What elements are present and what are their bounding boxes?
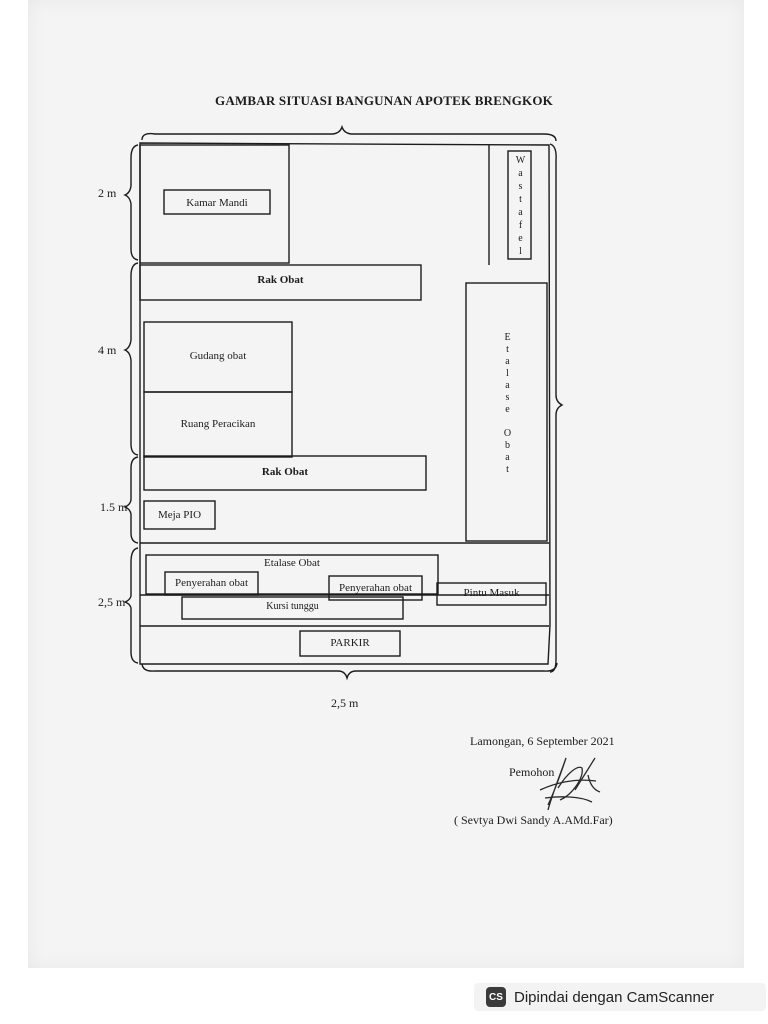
etalase-obat-label: Etalase Obat bbox=[264, 557, 320, 569]
etalase-vertical-label: Etalase Obat bbox=[502, 332, 513, 476]
right-brace bbox=[549, 143, 564, 673]
signature-role: Pemohon bbox=[509, 765, 555, 779]
plan-title: GAMBAR SITUASI BANGUNAN APOTEK BRENGKOK bbox=[215, 93, 553, 108]
meja-pio-box bbox=[143, 500, 216, 530]
camscanner-logo-icon: CS bbox=[486, 987, 506, 1007]
kamar-mandi-label: Kamar Mandi bbox=[186, 197, 248, 209]
meja-pio-label: Meja PIO bbox=[157, 509, 202, 521]
rak-obat-1-box bbox=[139, 264, 422, 301]
penyerahan-obat-2-label: Penyerahan obat bbox=[339, 582, 412, 594]
kamar-mandi-box bbox=[163, 189, 271, 215]
pintu-masuk-label: Pintu Masuk bbox=[463, 587, 520, 599]
penyerahan-obat-1-label: Penyerahan obat bbox=[175, 577, 248, 589]
etalase-obat-box bbox=[145, 554, 439, 595]
camscanner-label: Dipindai dengan CamScanner bbox=[514, 988, 715, 1006]
etalase-vertical-box bbox=[465, 282, 548, 542]
kamar-mandi-room bbox=[139, 144, 290, 264]
outer-wall bbox=[139, 142, 551, 665]
rak-obat-2-box bbox=[143, 455, 427, 491]
rak-obat-2-label: Rak Obat bbox=[261, 466, 309, 478]
scanned-paper bbox=[28, 0, 744, 968]
left-brace-2-5m bbox=[123, 547, 139, 664]
kursi-tunggu-label: Kursi tunggu bbox=[266, 601, 319, 612]
gudang-obat-label: Gudang obat bbox=[189, 350, 247, 362]
dimension-2-5m-bottom: 2,5 m bbox=[331, 696, 359, 710]
camscanner-watermark: CS Dipindai dengan CamScanner bbox=[474, 983, 766, 1011]
place-date: Lamongan, 6 September 2021 bbox=[470, 734, 615, 748]
rak-obat-1-label: Rak Obat bbox=[257, 274, 304, 286]
signature-scribble bbox=[539, 757, 601, 811]
dimension-2-5m-left: 2,5 m bbox=[98, 595, 126, 609]
bottom-brace bbox=[141, 662, 558, 681]
left-brace-2m bbox=[123, 144, 139, 261]
signatory-name: ( Sevtya Dwi Sandy A.AMd.Far) bbox=[454, 813, 613, 827]
dimension-2m: 2 m bbox=[98, 186, 117, 200]
parkir-box bbox=[299, 630, 401, 657]
left-brace-4m bbox=[123, 262, 139, 456]
kursi-tunggu-box bbox=[181, 596, 404, 620]
parkir-label: PARKIR bbox=[330, 637, 370, 649]
penyerahan-2-box bbox=[328, 575, 423, 601]
dimension-1-5m: 1.5 m bbox=[100, 500, 128, 514]
ruang-peracikan-box bbox=[143, 391, 293, 458]
wastafel-box bbox=[507, 150, 532, 260]
left-brace-1-5m bbox=[123, 456, 139, 544]
top-brace bbox=[141, 124, 557, 142]
wastafel-label: Wastafel bbox=[515, 155, 526, 259]
dimension-4m: 4 m bbox=[98, 343, 117, 357]
ruang-peracikan-label: Ruang Peracikan bbox=[180, 418, 256, 430]
pintu-masuk-box bbox=[436, 582, 547, 606]
